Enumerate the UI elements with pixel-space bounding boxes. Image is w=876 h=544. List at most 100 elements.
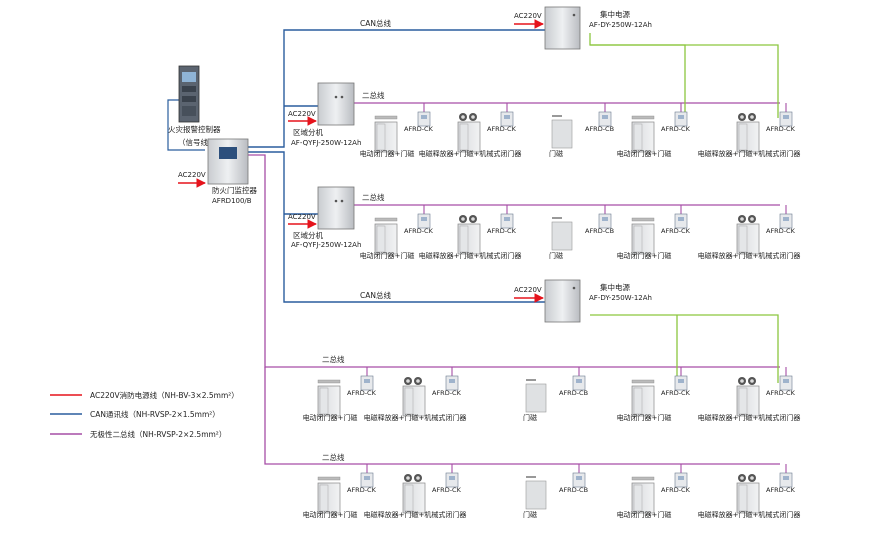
device-model-label: AFRD-CK: [661, 389, 691, 397]
door-device-1-5: AFRD-CK 电磁释放器+门磁+机械式闭门器: [698, 103, 801, 158]
device-caption: 电动闭门器+门磁: [360, 251, 415, 260]
device-model-label: AFRD-CK: [766, 389, 796, 397]
door-monitor-controller: [207, 138, 249, 185]
door-panel: [551, 119, 573, 149]
zone1-ac-label: AC220V: [288, 110, 316, 118]
legend-power-text: AC220V消防电源线（NH-BV-3×2.5mm²）: [90, 390, 239, 400]
door-device-3-3: AFRD-CB 门磁: [523, 367, 588, 422]
can-bus-lines: [248, 29, 545, 303]
legend: AC220V消防电源线（NH-BV-3×2.5mm²） CAN通讯线（NH-RV…: [50, 390, 239, 439]
device-caption: 电磁释放器+门磁+机械式闭门器: [419, 251, 522, 260]
zone1-bus-label: 二总线: [362, 90, 385, 100]
door-panel: [525, 480, 547, 510]
bus-row3-label: 二总线: [322, 354, 345, 364]
zone1-model: AF-QYFJ-250W-12Ah: [291, 139, 361, 147]
legend-bus-text: 无极性二总线（NH-RVSP-2×2.5mm²）: [90, 429, 226, 439]
device-caption: 门磁: [523, 413, 537, 422]
monitor-ac-label: AC220V: [178, 171, 206, 179]
device-model-label: AFRD-CK: [347, 389, 377, 397]
bus-row4-label: 二总线: [322, 452, 345, 462]
supply-lines: [589, 33, 779, 383]
door-device-1-1: AFRD-CK 电动闭门器+门磁: [360, 103, 434, 158]
psu1-label: 集中电源: [600, 9, 630, 19]
psu2-label: 集中电源: [600, 282, 630, 292]
legend-can-text: CAN通讯线（NH-RVSP-2×1.5mm²）: [90, 409, 220, 419]
device-model-label: AFRD-CK: [766, 227, 796, 235]
door-panel: [551, 221, 573, 251]
device-caption: 电磁释放器+门磁+机械式闭门器: [419, 149, 522, 158]
door-device-1-2: AFRD-CK 电磁释放器+门磁+机械式闭门器: [419, 103, 522, 158]
device-caption: 电磁释放器+门磁+机械式闭门器: [364, 510, 467, 519]
fire-panel-sub-label: （信号线）: [178, 137, 216, 147]
device-caption: 电磁释放器+门磁+机械式闭门器: [698, 510, 801, 519]
device-caption: 电动闭门器+门磁: [303, 413, 358, 422]
device-caption: 电动闭门器+门磁: [617, 413, 672, 422]
device-caption: 电磁释放器+门磁+机械式闭门器: [364, 413, 467, 422]
device-model-label: AFRD-CK: [661, 125, 691, 133]
door-device-2-1: AFRD-CK 电动闭门器+门磁: [360, 205, 434, 260]
zone1-label: 区域分机: [293, 127, 323, 137]
psu1-ac-label: AC220V: [514, 12, 542, 20]
device-model-label: AFRD-CB: [559, 486, 588, 494]
door-device-2-2: AFRD-CK 电磁释放器+门磁+机械式闭门器: [419, 205, 522, 260]
device-caption: 门磁: [549, 251, 563, 260]
door-device-4-1: AFRD-CK 电动闭门器+门磁: [303, 464, 377, 519]
can-bus-label-2: CAN总线: [360, 290, 391, 300]
monitor-label: 防火门监控器: [212, 185, 257, 195]
device-caption: 电动闭门器+门磁: [617, 510, 672, 519]
fire-alarm-controller: [178, 65, 200, 123]
device-model-label: AFRD-CB: [585, 125, 614, 133]
two-wire-bus-lines: [246, 102, 780, 465]
device-caption: 电磁释放器+门磁+机械式闭门器: [698, 251, 801, 260]
psu1-model: AF-DY-250W-12Ah: [589, 21, 652, 29]
device-caption: 门磁: [523, 510, 537, 519]
psu2-ac-label: AC220V: [514, 286, 542, 294]
central-power-supply-1: [544, 6, 581, 50]
device-caption: 电动闭门器+门磁: [303, 510, 358, 519]
device-model-label: AFRD-CK: [432, 486, 462, 494]
signal-line: [167, 99, 205, 151]
device-model-label: AFRD-CK: [661, 227, 691, 235]
door-device-2-5: AFRD-CK 电磁释放器+门磁+机械式闭门器: [698, 205, 801, 260]
door-device-4-2: AFRD-CK 电磁释放器+门磁+机械式闭门器: [364, 464, 467, 519]
door-device-2-3: AFRD-CB 门磁: [549, 205, 614, 260]
device-caption: 电动闭门器+门磁: [617, 251, 672, 260]
device-model-label: AFRD-CK: [404, 125, 434, 133]
door-device-4-4: AFRD-CK 电动闭门器+门磁: [617, 464, 691, 519]
device-model-label: AFRD-CB: [559, 389, 588, 397]
device-model-label: AFRD-CK: [404, 227, 434, 235]
wiring: [167, 29, 780, 465]
door-device-2-4: AFRD-CK 电动闭门器+门磁: [617, 205, 691, 260]
device-model-label: AFRD-CB: [585, 227, 614, 235]
device-caption: 电磁释放器+门磁+机械式闭门器: [698, 413, 801, 422]
device-model-label: AFRD-CK: [487, 227, 517, 235]
device-model-label: AFRD-CK: [766, 486, 796, 494]
zone-branch-2: [317, 186, 355, 230]
door-device-1-3: AFRD-CB 门磁: [549, 103, 614, 158]
zone-branch-1: [317, 82, 355, 126]
door-device-3-5: AFRD-CK 电磁释放器+门磁+机械式闭门器: [698, 367, 801, 422]
door-device-3-1: AFRD-CK 电动闭门器+门磁: [303, 367, 377, 422]
zone2-bus-label: 二总线: [362, 192, 385, 202]
device-model-label: AFRD-CK: [661, 486, 691, 494]
door-device-3-2: AFRD-CK 电磁释放器+门磁+机械式闭门器: [364, 367, 467, 422]
zone2-label: 区域分机: [293, 230, 323, 240]
zone2-ac-label: AC220V: [288, 213, 316, 221]
device-caption: 门磁: [549, 149, 563, 158]
device-model-label: AFRD-CK: [347, 486, 377, 494]
door-device-4-5: AFRD-CK 电磁释放器+门磁+机械式闭门器: [698, 464, 801, 519]
device-caption: 电磁释放器+门磁+机械式闭门器: [698, 149, 801, 158]
door-panel: [525, 383, 547, 413]
central-power-supply-2: [544, 279, 581, 323]
monitor-model: AFRD100/B: [212, 197, 252, 205]
zone2-model: AF-QYFJ-250W-12Ah: [291, 241, 361, 249]
device-caption: 电动闭门器+门磁: [360, 149, 415, 158]
door-device-3-4: AFRD-CK 电动闭门器+门磁: [617, 367, 691, 422]
device-model-label: AFRD-CK: [487, 125, 517, 133]
device-model-label: AFRD-CK: [432, 389, 462, 397]
door-device-4-3: AFRD-CB 门磁: [523, 464, 588, 519]
device-model-label: AFRD-CK: [766, 125, 796, 133]
fire-panel-label: 火灾报警控制器: [168, 124, 221, 134]
